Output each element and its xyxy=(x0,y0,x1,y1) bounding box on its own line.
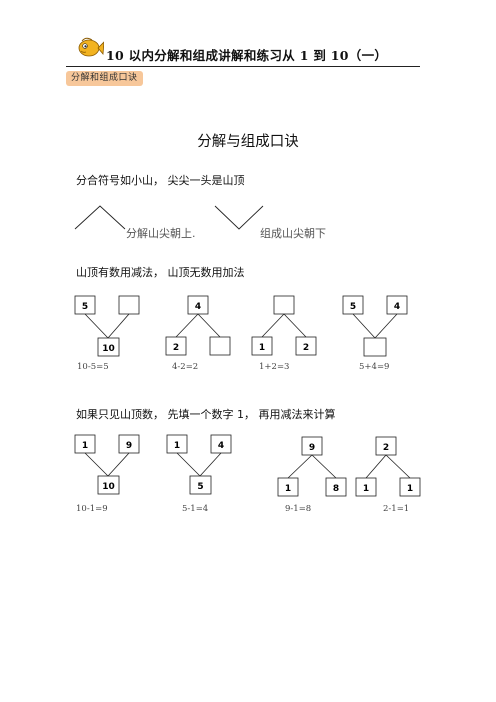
box-value: 2 xyxy=(173,343,179,353)
box-value: 1 xyxy=(174,441,180,451)
equation: 5-1=4 xyxy=(182,504,209,514)
fish-logo-icon xyxy=(78,37,104,57)
box-value: 5 xyxy=(82,302,88,312)
compose-diagram-10: 1 9 10 xyxy=(74,434,140,495)
box-value: 10 xyxy=(102,482,115,492)
decompose-diagram-2: 2 1 1 xyxy=(355,436,421,497)
decompose-diagram-4: 4 2 xyxy=(165,295,231,356)
equation: 4-2=2 xyxy=(172,362,199,372)
equation: 10-1=9 xyxy=(76,504,108,514)
box-value: 9 xyxy=(309,443,315,453)
decompose-diagram-9: 9 1 8 xyxy=(277,436,347,497)
equation: 10-5=5 xyxy=(77,362,109,372)
box-value: 1 xyxy=(363,484,369,494)
peak-down-note: 组成山尖朝下 xyxy=(260,227,326,240)
rule-line-3: 如果只见山顶数， 先填一个数字 1， 再用减法来计算 xyxy=(76,408,336,421)
peak-down-icon xyxy=(214,205,264,230)
equation: 2-1=1 xyxy=(383,504,410,514)
compose-diagram-5: 1 4 5 xyxy=(166,434,232,495)
rule-line-2: 山顶有数用减法， 山顶无数用加法 xyxy=(76,266,245,279)
box-value: 5 xyxy=(197,482,203,492)
box-value: 4 xyxy=(218,441,224,451)
box-value: 1 xyxy=(259,343,265,353)
box-value: 1 xyxy=(285,484,291,494)
decompose-diagram-sum: 1 2 xyxy=(251,295,317,356)
compose-diagram-10: 5 10 xyxy=(74,295,140,357)
box-value: 2 xyxy=(303,343,309,353)
equation: 5+4=9 xyxy=(359,362,390,372)
box-value: 4 xyxy=(195,302,201,312)
box-value: 1 xyxy=(82,441,88,451)
box-value: 10 xyxy=(102,344,115,354)
box-value: 8 xyxy=(333,484,339,494)
section-title: 分解与组成口诀 xyxy=(197,134,299,150)
box-value: 1 xyxy=(407,484,413,494)
compose-diagram-9: 5 4 xyxy=(342,295,408,357)
section-tag: 分解和组成口诀 xyxy=(66,71,143,86)
peak-up-note: 分解山尖朝上. xyxy=(126,227,196,240)
box-value: 2 xyxy=(383,443,389,453)
document-title: 10 以内分解和组成讲解和练习从 1 到 10（一） xyxy=(106,48,388,63)
box-value: 9 xyxy=(126,441,132,451)
peak-up-icon xyxy=(74,205,126,230)
equation: 1+2=3 xyxy=(259,362,290,372)
rule-line-1: 分合符号如小山， 尖尖一头是山顶 xyxy=(76,174,245,187)
box-value: 5 xyxy=(350,302,356,312)
header-divider xyxy=(66,66,420,67)
equation: 9-1=8 xyxy=(285,504,312,514)
box-value: 4 xyxy=(394,302,400,312)
